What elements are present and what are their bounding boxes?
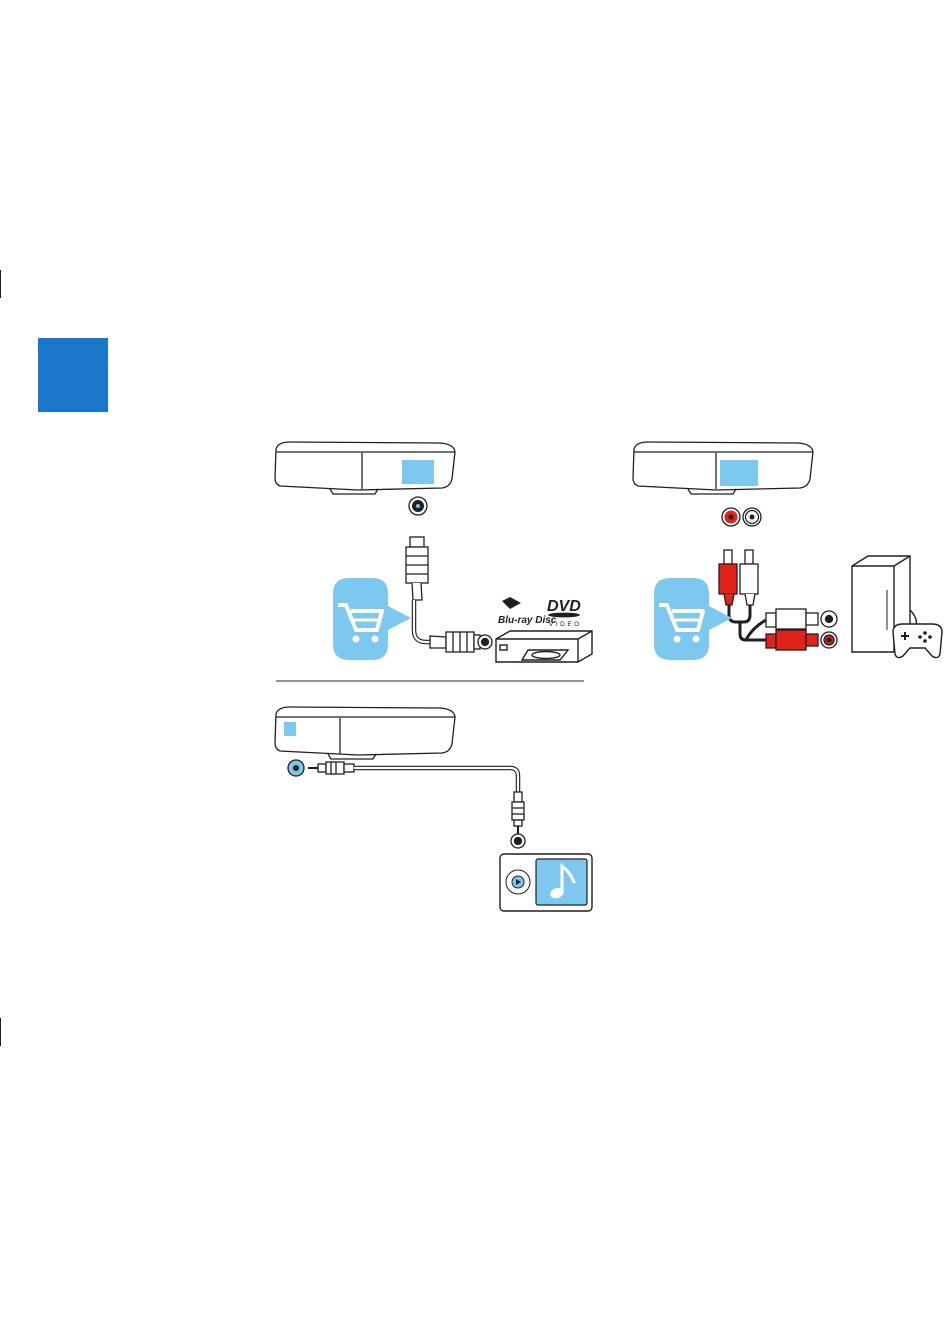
music-player-icon [500,854,592,911]
bluray-dvd-player-icon [496,631,592,662]
svg-text:DVD: DVD [547,598,581,615]
dvd-logo: DVD VIDEO [547,598,582,628]
rca-socket-icon [722,508,761,526]
optical-socket-icon [409,497,427,515]
panel-aux [275,707,592,911]
soundbar-icon [633,442,813,494]
panel-optical: Blu-ray Disc DVD VIDEO [275,442,592,662]
optical-cable-icon [406,537,492,652]
panel-rca [633,442,942,660]
shopping-cart-icon [333,578,411,660]
aux-cable-icon [308,762,525,848]
soundbar-icon [275,707,455,759]
soundbar-icon [275,442,455,494]
rca-cable-icon [719,550,837,650]
svg-text:VIDEO: VIDEO [549,621,582,628]
svg-text:Blu-ray Disc: Blu-ray Disc [498,615,557,626]
aux-socket-icon [288,760,304,776]
